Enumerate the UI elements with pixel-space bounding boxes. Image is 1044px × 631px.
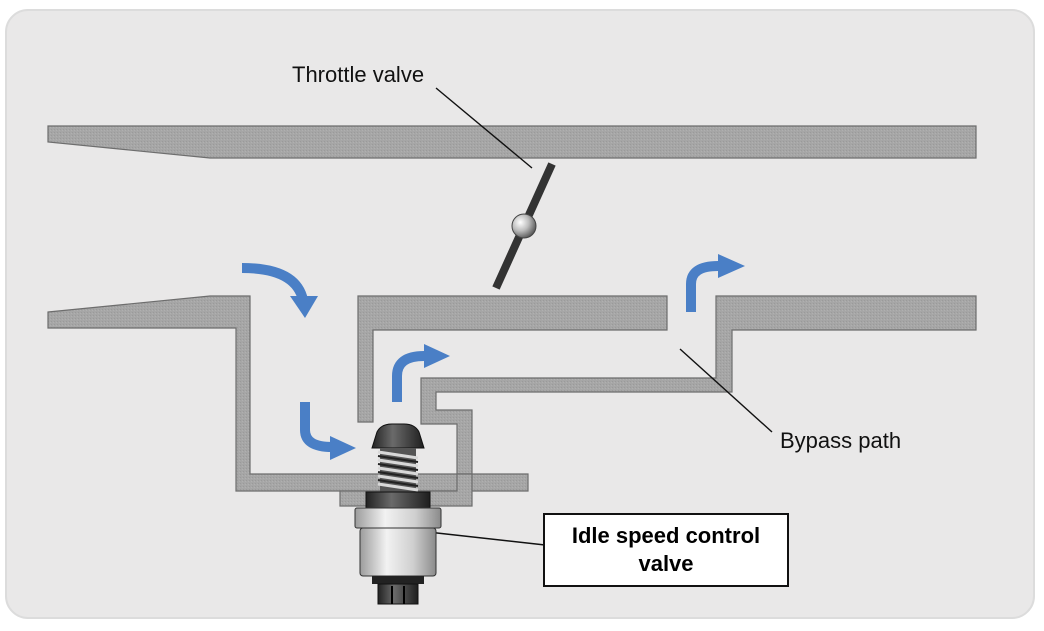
bypass-leader-line — [679, 348, 773, 433]
throttle-leader-line — [435, 87, 533, 169]
idle-speed-control-valve — [354, 423, 442, 605]
bypass-middle-wall — [357, 295, 668, 423]
flow-arrow-head — [718, 254, 745, 278]
throttle-valve-label: Throttle valve — [292, 62, 425, 87]
upper-intake-wall — [47, 125, 977, 159]
bypass-inner-wall — [420, 295, 977, 475]
flow-arrow-icon — [300, 402, 333, 452]
bypass-path-label: Bypass path — [780, 428, 902, 453]
valve-spring-icon — [377, 448, 419, 492]
flow-arrow-icon — [241, 263, 308, 302]
throttle-plate-icon — [492, 162, 556, 290]
flow-arrow-icon — [686, 261, 719, 312]
lower-intake-wall-left — [47, 295, 529, 492]
flow-arrow-icon — [392, 351, 425, 402]
isc-valve-label-box: Idle speed control valve — [543, 513, 789, 587]
isc-valve-label: Idle speed control valve — [571, 523, 761, 576]
flow-arrow-head — [424, 344, 450, 368]
isc-leader-line — [427, 531, 546, 546]
flow-arrow-head — [330, 436, 356, 460]
flow-arrow-head — [290, 296, 318, 318]
